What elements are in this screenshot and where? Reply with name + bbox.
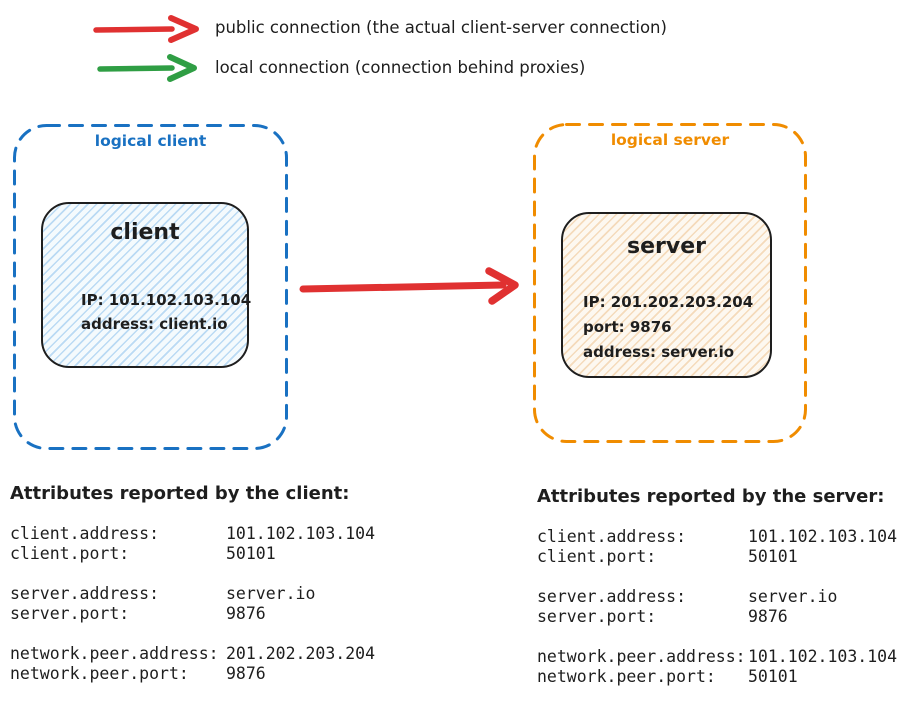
attr-key: server.address:: [537, 587, 687, 606]
server-address-line: address: server.io: [583, 343, 735, 361]
client-ip-line: IP: 101.102.103.104: [81, 291, 252, 309]
logical-client-label: logical client: [94, 132, 207, 150]
attr-value: 9876: [226, 664, 266, 683]
attr-row: server.address: server.io: [10, 584, 375, 604]
attr-key: client.address:: [537, 527, 687, 546]
attr-value: 201.202.203.204: [226, 644, 376, 663]
attr-value: 9876: [226, 604, 266, 623]
attr-key: client.port:: [537, 547, 657, 566]
attr-value: server.io: [226, 584, 316, 603]
logical-server-dashed-border: [533, 123, 807, 443]
server-node-title: server: [627, 234, 706, 259]
attr-key: server.address:: [10, 584, 160, 603]
attr-group: server.address: server.io server.port: 9…: [537, 587, 897, 627]
attr-key: network.peer.port:: [10, 664, 189, 683]
client-node-title: client: [110, 220, 180, 245]
attr-group: network.peer.address: 201.202.203.204 ne…: [10, 644, 375, 684]
client-attributes-heading: Attributes reported by the client:: [10, 483, 350, 504]
client-node-info: IP: 101.102.103.104 address: client.io: [81, 288, 251, 336]
attr-value: 50101: [748, 667, 798, 686]
logical-server-group: logical server server IP: 201.202.203.20…: [532, 122, 808, 444]
attr-key: server.port:: [10, 604, 130, 623]
attr-value: 101.102.103.104: [748, 527, 898, 546]
attr-group: client.address: 101.102.103.104 client.p…: [537, 527, 897, 567]
attr-row: network.peer.port: 50101: [537, 667, 897, 687]
attr-row: client.address: 101.102.103.104: [10, 524, 375, 544]
attr-key: client.address:: [10, 524, 160, 543]
attr-key: network.peer.port:: [537, 667, 716, 686]
attr-row: network.peer.address: 201.202.203.204: [10, 644, 375, 664]
logical-client-dashed-border: [13, 124, 288, 450]
attr-value: server.io: [748, 587, 838, 606]
attr-row: client.port: 50101: [537, 547, 897, 567]
attr-value: 101.102.103.104: [226, 524, 376, 543]
attr-key: client.port:: [10, 544, 130, 563]
attr-row: server.port: 9876: [10, 604, 375, 624]
server-port-line: port: 9876: [583, 318, 672, 336]
attr-key: network.peer.address:: [10, 644, 219, 663]
public-connection-legend-label: public connection (the actual client-ser…: [215, 18, 667, 37]
attr-key: network.peer.address:: [537, 647, 746, 666]
attr-group: network.peer.address: 101.102.103.104 ne…: [537, 647, 897, 687]
attr-value: 9876: [748, 607, 788, 626]
attr-row: network.peer.port: 9876: [10, 664, 375, 684]
attr-row: client.address: 101.102.103.104: [537, 527, 897, 547]
server-node: server IP: 201.202.203.204 port: 9876 ad…: [561, 212, 772, 378]
logical-client-group: logical client client IP: 101.102.103.10…: [12, 123, 289, 451]
attr-row: network.peer.address: 101.102.103.104: [537, 647, 897, 667]
server-attributes-heading: Attributes reported by the server:: [537, 486, 885, 507]
server-node-info: IP: 201.202.203.204 port: 9876 address: …: [583, 290, 753, 365]
attr-row: server.port: 9876: [537, 607, 897, 627]
attr-key: server.port:: [537, 607, 657, 626]
public-connection-arrow-icon: [93, 15, 199, 43]
server-attributes-section: Attributes reported by the server: clien…: [537, 486, 900, 706]
attr-group: client.address: 101.102.103.104 client.p…: [10, 524, 375, 564]
client-address-line: address: client.io: [81, 315, 228, 333]
client-node: client IP: 101.102.103.104 address: clie…: [41, 202, 251, 368]
server-attributes-list: client.address: 101.102.103.104 client.p…: [537, 527, 897, 707]
attr-group: server.address: server.io server.port: 9…: [10, 584, 375, 624]
attr-row: server.address: server.io: [537, 587, 897, 607]
attr-value: 50101: [226, 544, 276, 563]
local-connection-legend-label: local connection (connection behind prox…: [215, 58, 586, 77]
attr-value: 50101: [748, 547, 798, 566]
attr-value: 101.102.103.104: [748, 647, 898, 666]
client-to-server-arrow-icon: [299, 267, 519, 305]
attr-row: client.port: 50101: [10, 544, 375, 564]
client-attributes-list: client.address: 101.102.103.104 client.p…: [10, 524, 375, 704]
local-connection-arrow-icon: [97, 54, 197, 82]
client-attributes-section: Attributes reported by the client: clien…: [10, 483, 430, 703]
logical-server-label: logical server: [610, 131, 730, 149]
server-ip-line: IP: 201.202.203.204: [583, 293, 754, 311]
